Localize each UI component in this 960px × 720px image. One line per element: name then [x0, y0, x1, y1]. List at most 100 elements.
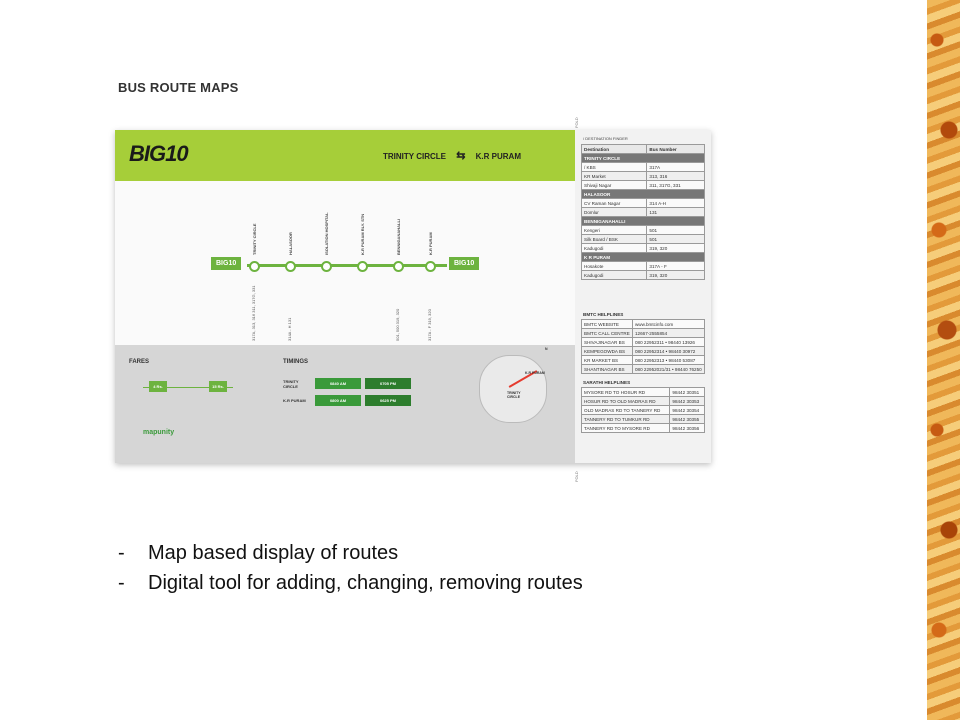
sarathi-title: SARATHI HELPLINES [583, 380, 631, 385]
bus-cell: 501 [646, 234, 705, 244]
stop-marker [285, 261, 296, 272]
stop-marker [425, 261, 436, 272]
dest-cell: Kengeri [580, 225, 648, 235]
poster-banner: BIG10 TRINITY CIRCLE ⇆ K.R PURAM [115, 130, 575, 181]
col-destination: Destination [580, 144, 648, 154]
bullet-dash: - [118, 572, 125, 594]
stop-marker [357, 261, 368, 272]
swap-arrows-icon: ⇆ [456, 150, 466, 162]
map-label-kr-puram: K.R PURAM [525, 371, 545, 375]
helpline-label: SHIVAJINAGAR BS [581, 337, 633, 347]
stop-marker [249, 261, 260, 272]
bus-cell: 319, 320 [646, 270, 705, 280]
dest-cell: Kadugodi [580, 270, 648, 280]
fare-arrow [143, 387, 233, 388]
dest-cell: Silk Board / BSK [580, 234, 648, 244]
list-item: - Digital tool for adding, changing, rem… [118, 568, 583, 598]
bus-cell: 131 [646, 207, 705, 217]
bullet-dash: - [118, 542, 125, 564]
bus-cell: 319, 320 [646, 243, 705, 253]
dest-cell: CV Raman Nagar [580, 198, 648, 208]
helpline-label: MYSORE RD TO HOSUR RD [580, 387, 671, 397]
north-indicator: N [545, 347, 548, 351]
helpline-value: www.bmtcinfo.com [631, 319, 706, 329]
helpline-value: 98442 30354 [669, 405, 705, 415]
city-minimap [479, 355, 547, 423]
helpline-label: BMTC WEBSITE [581, 319, 633, 329]
bullet-text: Digital tool for adding, changing, remov… [148, 572, 583, 594]
mapunity-logo: mapunity [143, 429, 174, 436]
route-heading: TRINITY CIRCLE ⇆ K.R PURAM [383, 149, 521, 162]
group-header: K R PURAM [581, 252, 705, 262]
route-tag-right: BIG10 [449, 257, 480, 270]
helpline-value: 080 22952021/31 • 98440 76250 [631, 364, 706, 374]
stop-label: K.R PURAM [428, 232, 433, 255]
helpline-value: 98442 30353 [669, 396, 705, 406]
helpline-label: KEMPEGOWDA BS [581, 346, 633, 356]
stop-label: ISOLATION HOSPITAL [324, 212, 329, 255]
helpline-label: HOSUR RD TO OLD MADRAS RD [580, 396, 671, 406]
big10-logo: BIG10 [129, 141, 189, 166]
timing-last: 0625 PM [365, 395, 411, 406]
group-header: HALASOOR [581, 189, 705, 199]
mapunity-name: mapunity [143, 429, 175, 436]
finder-caption: / DESTINATION FINDER [583, 136, 628, 141]
timing-stop: TRINITY CIRCLE [283, 379, 299, 389]
helpline-value: 080 22952314 • 98440 30972 [631, 346, 706, 356]
group-header: TRINITY CIRCLE [581, 153, 705, 163]
list-item: - Map based display of routes [118, 538, 583, 568]
stop-label: K.R PURAM RLY. STN [360, 213, 365, 255]
fares-label: FARES [129, 359, 150, 365]
fold-mark-top: FOLD [574, 117, 579, 128]
helpline-label: OLD MADRAS RD TO TANNERY RD [580, 405, 671, 415]
dest-cell: Domlur [580, 207, 648, 217]
bus-cell: 317A - F [646, 261, 705, 271]
route-line [247, 264, 447, 267]
timing-last: 0705 PM [365, 378, 411, 389]
info-band: FARES 4 Rs. 15 Rs. TIMINGS TRINITY CIRCL… [115, 345, 575, 463]
table-header: Destination Bus Number [580, 144, 705, 154]
dest-cell: KR Market [580, 171, 648, 181]
helpline-label: SHANTINAGAR BS [581, 364, 633, 374]
helpline-value: 98442 30356 [669, 423, 705, 433]
decorative-border [927, 0, 960, 720]
group-header: BENNIGANAHALLI [581, 216, 705, 226]
stop-marker [321, 261, 332, 272]
stop-bus-numbers: 314A - H 131 [287, 317, 292, 341]
stop-label: BENNIGANAHALLI [396, 219, 401, 255]
helpline-value: 080 22952311 • 98440 13926 [631, 337, 706, 347]
map-label-trinity: TRINITY CIRCLE [507, 391, 521, 399]
helpline-label: TANNERY RD TO TUMKUR RD [580, 414, 671, 424]
fare-max: 15 Rs. [209, 381, 227, 392]
stop-label: HALASOOR [288, 232, 293, 255]
helpline-value: 98442 30355 [669, 414, 705, 424]
helpline-label: BMTC CALL CENTRE [581, 328, 633, 338]
helpline-label: KR MARKET BS [581, 355, 633, 365]
stop-bus-numbers: 317A, 313, 316 311, 317G, 331 [251, 285, 256, 341]
timings-label: TIMINGS [283, 359, 308, 365]
bus-cell: 313, 316 [646, 171, 705, 181]
dest-cell: / KBS [580, 162, 648, 172]
bus-route-poster: BIG10 TRINITY CIRCLE ⇆ K.R PURAM BIG10 B… [115, 130, 711, 463]
fare-min: 4 Rs. [149, 381, 167, 392]
route-diagram: BIG10 BIG10 TRINITY CIRCLE HALASOOR ISOL… [115, 181, 575, 345]
helpline-value: 98442 30351 [669, 387, 705, 397]
